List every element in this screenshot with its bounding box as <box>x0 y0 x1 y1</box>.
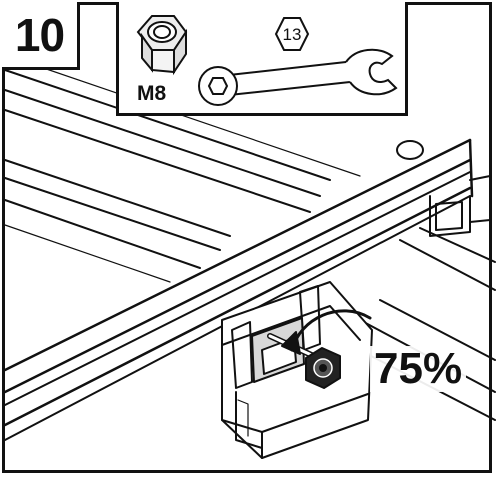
wrench-size-label: 13 <box>282 25 302 44</box>
parts-illustration <box>136 15 398 106</box>
torque-label: 75% <box>370 346 467 392</box>
step-number: 10 <box>14 8 65 61</box>
lock-nut-icon <box>136 15 188 76</box>
background-rail-upper <box>4 59 361 213</box>
clamp-body <box>221 281 373 459</box>
tighten-arrow <box>281 309 372 355</box>
step-box: 10 <box>2 2 80 70</box>
nut-size-label: M8 <box>137 82 167 105</box>
background-rail-lower <box>4 159 231 283</box>
parts-box: M8 13 <box>116 2 408 116</box>
combination-wrench-icon <box>198 48 398 106</box>
hex-badge-icon <box>274 17 310 51</box>
lock-nut <box>305 347 341 389</box>
